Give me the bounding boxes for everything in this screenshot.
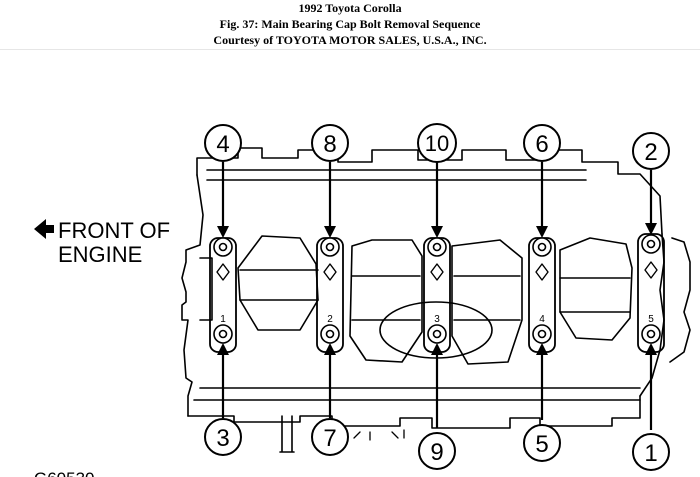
front-label-line2: ENGINE — [58, 242, 142, 267]
front-of-engine-label: FRONT OF ENGINE — [34, 218, 170, 267]
svg-text:3: 3 — [216, 425, 229, 452]
callout-bottom-5: 5 — [523, 424, 561, 462]
callout-bottom-1: 1 — [632, 433, 670, 471]
bolt-3 — [213, 324, 233, 344]
cap-mark-4: 4 — [539, 314, 545, 325]
bolt-5 — [532, 324, 552, 344]
cap-mark-5: 5 — [648, 314, 654, 325]
svg-text:4: 4 — [216, 131, 229, 158]
bolt-8 — [320, 237, 340, 257]
bolt-9 — [427, 324, 447, 344]
callout-bottom-3: 3 — [204, 418, 242, 456]
cap-mark-3: 3 — [434, 314, 440, 325]
callout-top-10: 10 — [417, 123, 457, 163]
svg-text:8: 8 — [323, 131, 336, 158]
front-label-line1: FRONT OF — [58, 218, 170, 243]
leader-arrows — [217, 162, 657, 430]
header-figure-title: Fig. 37: Main Bearing Cap Bolt Removal S… — [219, 17, 481, 31]
cap-mark-1: 1 — [220, 314, 226, 325]
header-divider — [0, 49, 700, 50]
svg-text:5: 5 — [535, 431, 548, 458]
cap-mark-2: 2 — [327, 314, 333, 325]
svg-text:10: 10 — [425, 131, 449, 156]
svg-text:1: 1 — [644, 440, 657, 467]
header-courtesy: Courtesy of TOYOTA MOTOR SALES, U.S.A., … — [213, 33, 487, 47]
svg-text:2: 2 — [644, 139, 657, 166]
bolt-1 — [641, 324, 661, 344]
cap-bolts — [213, 234, 661, 344]
arrow-left-icon — [34, 219, 54, 239]
svg-text:9: 9 — [430, 439, 443, 466]
sequence-callouts: 4 8 10 6 2 3 7 9 — [204, 123, 670, 471]
svg-text:6: 6 — [535, 131, 548, 158]
callout-top-8: 8 — [311, 124, 349, 162]
svg-text:7: 7 — [323, 425, 336, 452]
callout-top-6: 6 — [523, 124, 561, 162]
callout-top-4: 4 — [204, 124, 242, 162]
bolt-10 — [427, 237, 447, 257]
figure-code: G60530 — [34, 469, 95, 477]
crankshaft — [199, 235, 633, 365]
header-vehicle: 1992 Toyota Corolla — [298, 1, 402, 15]
bolt-7 — [320, 324, 340, 344]
figure-header: 1992 Toyota Corolla Fig. 37: Main Bearin… — [0, 0, 700, 48]
bolt-2 — [641, 234, 661, 254]
callout-top-2: 2 — [632, 132, 670, 170]
callout-bottom-7: 7 — [311, 418, 349, 456]
bolt-6 — [532, 237, 552, 257]
bolt-4 — [213, 237, 233, 257]
callout-bottom-9: 9 — [418, 432, 456, 470]
